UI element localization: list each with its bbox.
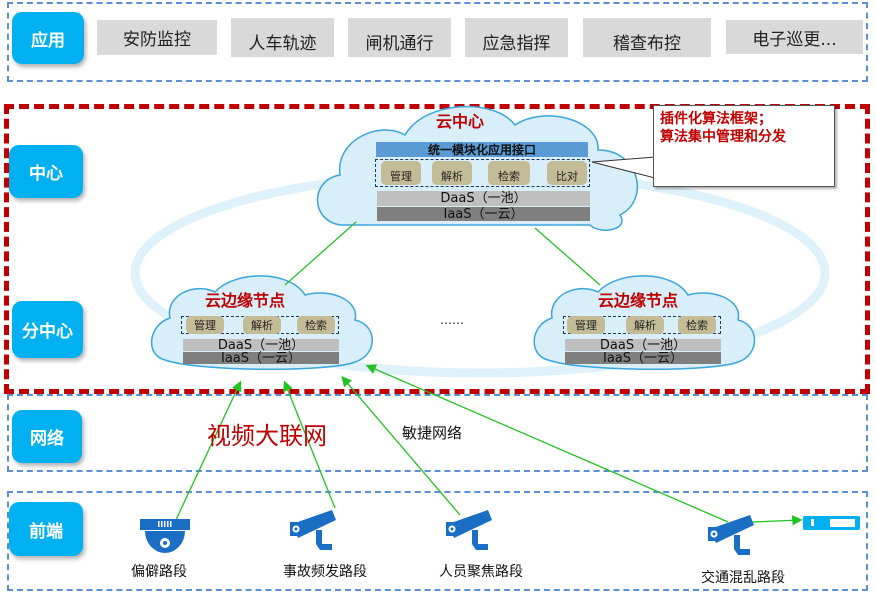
link-center-right bbox=[534, 227, 601, 286]
module-parse[interactable]: 解析 bbox=[432, 161, 472, 185]
edge-left-daas: DaaS（一池） bbox=[183, 339, 339, 352]
tag-frontend: 前端 bbox=[9, 502, 83, 556]
bullet-camera-icon bbox=[446, 510, 492, 550]
app-item-electronic-patrol[interactable]: 电子巡更... bbox=[726, 20, 863, 54]
module-search[interactable]: 检索 bbox=[488, 161, 530, 185]
callout-pointer bbox=[591, 156, 656, 179]
arrow-device-4-storage bbox=[752, 515, 803, 526]
application-layer bbox=[7, 2, 868, 82]
tag-subcenter: 分中心 bbox=[12, 301, 83, 358]
center-region bbox=[4, 104, 870, 394]
tag-network: 网络 bbox=[12, 410, 82, 463]
device-label-accident-road: 事故频发路段 bbox=[283, 564, 367, 580]
device-label-remote-road: 偏僻路段 bbox=[131, 564, 187, 580]
arrow-device-4 bbox=[365, 364, 729, 523]
arrow-device-2 bbox=[283, 380, 336, 509]
frontend-layer bbox=[7, 491, 868, 591]
agile-network-label: 敏捷网络 bbox=[402, 424, 463, 442]
cloud-center-modules-group bbox=[375, 159, 590, 187]
unified-api-bar: 统一模块化应用接口 bbox=[376, 142, 588, 157]
edge-right-module-manage[interactable]: 管理 bbox=[567, 316, 605, 334]
edge-right-daas: DaaS（一池） bbox=[565, 339, 721, 352]
edge-node-right-title: 云边缘节点 bbox=[597, 291, 678, 310]
edge-left-module-search[interactable]: 检索 bbox=[297, 316, 335, 334]
edge-right-module-search[interactable]: 检索 bbox=[678, 316, 716, 334]
device-label-traffic-chaos-road: 交通混乱路段 bbox=[701, 570, 785, 586]
app-item-inspection-control[interactable]: 稽查布控 bbox=[583, 18, 711, 57]
edge-left-iaas: IaaS（一云） bbox=[183, 352, 339, 365]
network-layer bbox=[7, 394, 868, 472]
app-item-emergency-command[interactable]: 应急指挥 bbox=[465, 18, 568, 57]
link-center-left bbox=[284, 221, 357, 286]
module-manage[interactable]: 管理 bbox=[381, 161, 421, 185]
more-nodes-ellipsis: …… bbox=[440, 313, 464, 327]
module-compare[interactable]: 比对 bbox=[547, 161, 587, 185]
edge-left-module-manage[interactable]: 管理 bbox=[186, 316, 224, 334]
edge-right-iaas: IaaS（一云） bbox=[565, 352, 721, 365]
callout-line-1: 插件化算法框架； bbox=[660, 111, 772, 127]
storage-device-icon bbox=[803, 516, 860, 530]
tag-center: 中心 bbox=[9, 145, 83, 198]
app-item-security-monitoring[interactable]: 安防监控 bbox=[97, 20, 217, 55]
bullet-camera-icon bbox=[708, 515, 754, 555]
edge-left-module-parse[interactable]: 解析 bbox=[243, 316, 281, 334]
cloud-center-iaas: IaaS（一云） bbox=[377, 207, 590, 221]
algorithm-framework-callout: 插件化算法框架； 算法集中管理和分发 bbox=[653, 105, 835, 187]
cloud-center-title: 云中心 bbox=[435, 112, 484, 131]
tag-application: 应用 bbox=[12, 12, 84, 64]
app-item-gate-access[interactable]: 闸机通行 bbox=[348, 18, 451, 57]
arrow-device-1 bbox=[174, 380, 242, 523]
callout-line-2: 算法集中管理和分发 bbox=[660, 129, 786, 145]
video-network-label: 视频大联网 bbox=[207, 422, 327, 450]
edge-node-left-title: 云边缘节点 bbox=[204, 291, 285, 310]
app-item-vehicle-track[interactable]: 人车轨迹 bbox=[231, 18, 334, 57]
arrow-device-3 bbox=[341, 376, 461, 516]
edge-right-module-parse[interactable]: 解析 bbox=[626, 316, 664, 334]
bullet-camera-icon bbox=[290, 510, 336, 550]
dome-camera-icon bbox=[140, 519, 190, 553]
device-label-crowd-road: 人员聚焦路段 bbox=[439, 564, 523, 580]
cloud-center-daas: DaaS（一池） bbox=[377, 191, 590, 206]
